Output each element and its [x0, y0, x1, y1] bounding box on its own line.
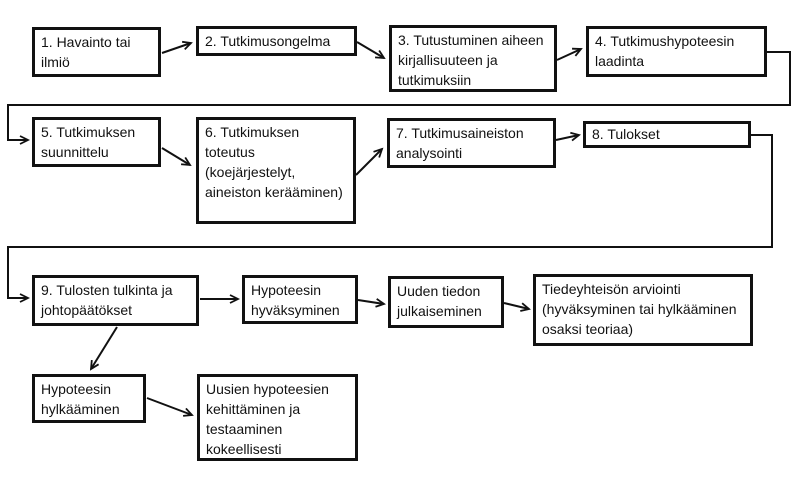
arrow-2-to-3 [356, 41, 386, 60]
arrow-5-to-6 [161, 147, 192, 167]
node-3-tutustuminen-kirjallisuuteen: 3. Tutustuminen aiheen kirjallisuuteen j… [389, 25, 557, 92]
node-7-tutkimusaineiston-analysointi: 7. Tutkimusaineiston analysointi [387, 118, 556, 168]
node-1-havainto-tai-ilmio: 1. Havainto tai ilmiö [32, 27, 161, 77]
arrow-hyvaksyminen-to-julkaiseminen [357, 298, 386, 308]
arrow-7-to-8 [555, 131, 581, 142]
node-tiedeyhteison-arviointi: Tiedeyhteisön arviointi (hyväksyminen ta… [533, 274, 753, 346]
node-8-tulokset: 8. Tulokset [583, 121, 751, 148]
node-hypoteesin-hyvaksyminen: Hypoteesin hyväksyminen [242, 275, 358, 324]
node-uuden-tiedon-julkaiseminen: Uuden tiedon julkaiseminen [388, 276, 504, 328]
node-uusien-hypoteesien-kehittaminen: Uusien hypoteesien kehittäminen ja testa… [197, 374, 358, 461]
node-5-tutkimuksen-suunnittelu: 5. Tutkimuksen suunnittelu [32, 117, 161, 167]
arrow-6-to-7 [355, 147, 384, 176]
arrow-1-to-2 [161, 40, 193, 54]
arrow-9-to-hylkaaminen [89, 326, 118, 371]
arrow-julkaiseminen-to-arviointi [503, 302, 531, 312]
arrow-hylkaaminen-to-uusien [146, 397, 194, 417]
node-hypoteesin-hylkaaminen: Hypoteesin hylkääminen [32, 374, 146, 423]
node-4-tutkimushypoteesin-laadinta: 4. Tutkimushypoteesin laadinta [586, 26, 767, 77]
node-9-tulosten-tulkinta: 9. Tulosten tulkinta ja johtopäätökset [32, 275, 199, 326]
node-2-tutkimusongelma: 2. Tutkimusongelma [196, 26, 357, 56]
node-6-tutkimuksen-toteutus: 6. Tutkimuksen toteutus (koejärjestelyt,… [196, 117, 356, 224]
arrow-3-to-4 [556, 47, 583, 61]
